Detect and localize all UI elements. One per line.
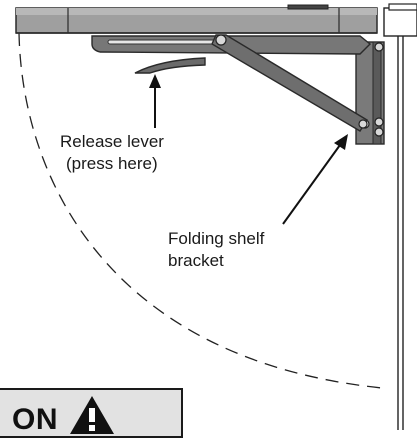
shelf-board [15,4,378,34]
release-lever-label-line1: Release lever [60,132,164,151]
bracket-label: Folding shelf bracket [168,228,328,272]
release-lever [134,57,206,74]
bracket-callout-arrow [282,134,348,225]
lever-callout-arrow [149,74,161,128]
release-lever-label: Release lever (press here) [60,131,260,175]
caution-warning-box: ON [0,388,183,438]
bracket-arm [211,34,368,132]
release-lever-label-line2: (press here) [66,154,158,173]
wall-post [383,3,417,430]
caution-text: ON [12,403,58,436]
bracket-label-line1: Folding shelf [168,229,265,248]
bracket-label-line2: bracket [168,251,224,270]
warning-triangle-icon [70,396,114,434]
shelf-swing-arc [18,32,383,389]
